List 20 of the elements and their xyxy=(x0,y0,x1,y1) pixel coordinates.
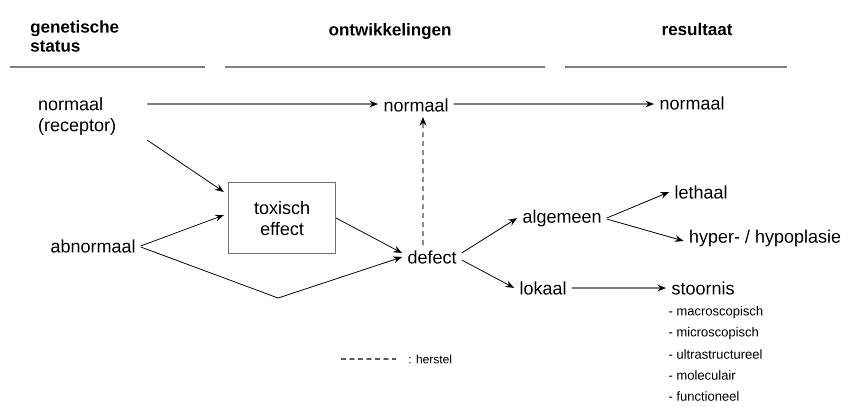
column-heading: genetische status xyxy=(30,20,118,52)
text-label: normaal xyxy=(660,96,724,110)
text-label: lethaal xyxy=(676,185,726,199)
list-item: - moleculair xyxy=(669,370,736,380)
column-heading: resultaat xyxy=(662,22,732,36)
text-label: defect xyxy=(408,250,456,264)
text-label: abnormaal xyxy=(51,239,134,253)
text-label: normaal xyxy=(384,98,448,112)
list-item: - macroscopisch xyxy=(669,306,762,318)
process-box: toxisch effect xyxy=(228,182,336,254)
text-label: algemeen xyxy=(523,210,600,226)
column-heading: ontwikkelingen xyxy=(329,23,450,39)
list-item: - ultrastructureel xyxy=(669,349,762,359)
list-item: - microscopisch xyxy=(669,326,758,340)
text-label: lokaal xyxy=(520,281,566,295)
text-label: stoornis xyxy=(672,281,734,295)
legend-text: : herstel xyxy=(409,354,452,364)
list-item: - functioneel xyxy=(669,391,738,401)
text-label: hyper- / hypoplasie xyxy=(690,230,840,246)
text-label: normaal (receptor) xyxy=(39,97,115,135)
